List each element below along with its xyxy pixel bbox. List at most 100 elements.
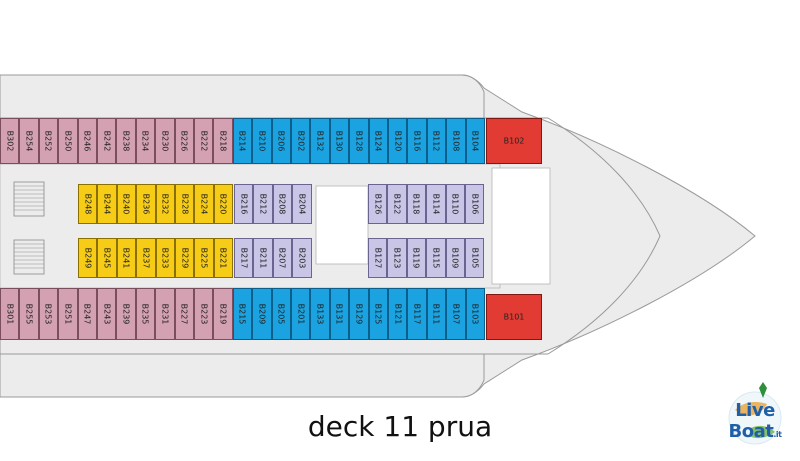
- cabin-b245[interactable]: B245: [97, 238, 117, 278]
- cabin-b211[interactable]: B211: [253, 238, 273, 278]
- cabin-b241[interactable]: B241: [116, 238, 137, 278]
- cabin-b105[interactable]: B105: [465, 238, 485, 278]
- cabin-b234[interactable]: B234: [135, 118, 156, 164]
- cabin-b228[interactable]: B228: [175, 184, 195, 224]
- cabin-label: B243: [102, 303, 112, 325]
- cabin-b253[interactable]: B253: [38, 288, 59, 340]
- cabin-b205[interactable]: B205: [271, 288, 291, 340]
- cabin-b106[interactable]: B106: [465, 184, 485, 224]
- cabin-b237[interactable]: B237: [136, 238, 156, 278]
- cabin-b302[interactable]: B302: [0, 118, 20, 164]
- cabin-b222[interactable]: B222: [194, 118, 214, 164]
- cabin-b235[interactable]: B235: [135, 288, 156, 340]
- cabin-label: B217: [239, 247, 249, 269]
- cabin-b110[interactable]: B110: [445, 184, 465, 224]
- cabin-b251[interactable]: B251: [58, 288, 78, 340]
- cabin-b230[interactable]: B230: [155, 118, 175, 164]
- cabin-b107[interactable]: B107: [446, 288, 466, 340]
- cabin-b109[interactable]: B109: [445, 238, 465, 278]
- cabin-label: B209: [257, 303, 267, 325]
- cabin-b226[interactable]: B226: [174, 118, 194, 164]
- cabin-b122[interactable]: B122: [387, 184, 407, 224]
- cabin-b201[interactable]: B201: [291, 288, 311, 340]
- cabin-b133[interactable]: B133: [310, 288, 330, 340]
- cabin-b244[interactable]: B244: [97, 184, 117, 224]
- cabin-b247[interactable]: B247: [77, 288, 97, 340]
- cabin-b301[interactable]: B301: [0, 288, 20, 340]
- cabin-b252[interactable]: B252: [38, 118, 59, 164]
- cabin-label: B247: [82, 303, 92, 325]
- cabin-b206[interactable]: B206: [271, 118, 291, 164]
- cabin-b210[interactable]: B210: [252, 118, 272, 164]
- cabin-b217[interactable]: B217: [234, 238, 254, 278]
- logo-word-boat: Boat: [728, 421, 774, 442]
- cabin-b129[interactable]: B129: [349, 288, 369, 340]
- cabin-b229[interactable]: B229: [175, 238, 195, 278]
- cabin-label: B104: [470, 130, 480, 152]
- cabin-label: B202: [296, 130, 306, 152]
- cabin-b218[interactable]: B218: [213, 118, 233, 164]
- cabin-b125[interactable]: B125: [368, 288, 388, 340]
- cabin-b239[interactable]: B239: [116, 288, 136, 340]
- cabin-b249[interactable]: B249: [78, 238, 98, 278]
- cabin-b214[interactable]: B214: [232, 118, 253, 164]
- cabin-b209[interactable]: B209: [252, 288, 272, 340]
- cabin-b131[interactable]: B131: [329, 288, 350, 340]
- cabin-b116[interactable]: B116: [407, 118, 427, 164]
- forward-void: [491, 167, 551, 285]
- cabin-b212[interactable]: B212: [253, 184, 273, 224]
- cabin-b216[interactable]: B216: [234, 184, 254, 224]
- cabin-b233[interactable]: B233: [155, 238, 175, 278]
- cabin-b123[interactable]: B123: [387, 238, 407, 278]
- cabin-b124[interactable]: B124: [368, 118, 388, 164]
- cabin-b114[interactable]: B114: [426, 184, 446, 224]
- cabin-b203[interactable]: B203: [292, 238, 312, 278]
- cabin-b120[interactable]: B120: [388, 118, 408, 164]
- cabin-label: B237: [141, 247, 151, 269]
- cabin-b204[interactable]: B204: [292, 184, 312, 224]
- cabin-b108[interactable]: B108: [446, 118, 466, 164]
- cabin-b224[interactable]: B224: [194, 184, 214, 224]
- cabin-b115[interactable]: B115: [426, 238, 446, 278]
- cabin-b227[interactable]: B227: [174, 288, 194, 340]
- cabin-b231[interactable]: B231: [155, 288, 175, 340]
- cabin-b223[interactable]: B223: [194, 288, 214, 340]
- cabin-b121[interactable]: B121: [388, 288, 408, 340]
- cabin-b243[interactable]: B243: [97, 288, 117, 340]
- cabin-b208[interactable]: B208: [272, 184, 293, 224]
- cabin-b127[interactable]: B127: [368, 238, 388, 278]
- cabin-b221[interactable]: B221: [213, 238, 234, 278]
- cabin-b128[interactable]: B128: [349, 118, 369, 164]
- cabin-b215[interactable]: B215: [232, 288, 253, 340]
- cabin-b101[interactable]: B101: [486, 294, 542, 340]
- cabin-b248[interactable]: B248: [78, 184, 98, 224]
- cabin-b112[interactable]: B112: [426, 118, 447, 164]
- cabin-b117[interactable]: B117: [407, 288, 427, 340]
- cabin-b246[interactable]: B246: [77, 118, 97, 164]
- cabin-b130[interactable]: B130: [329, 118, 350, 164]
- cabin-b255[interactable]: B255: [19, 288, 39, 340]
- cabin-label: B211: [258, 247, 268, 269]
- cabin-b126[interactable]: B126: [368, 184, 388, 224]
- cabin-b225[interactable]: B225: [194, 238, 214, 278]
- cabin-b102[interactable]: B102: [486, 118, 542, 164]
- cabin-b111[interactable]: B111: [426, 288, 447, 340]
- cabin-b207[interactable]: B207: [272, 238, 293, 278]
- cabin-b232[interactable]: B232: [155, 184, 175, 224]
- cabin-label: B222: [199, 130, 209, 152]
- cabin-b219[interactable]: B219: [213, 288, 233, 340]
- cabin-label: B126: [373, 193, 383, 215]
- cabin-b119[interactable]: B119: [406, 238, 427, 278]
- cabin-b132[interactable]: B132: [310, 118, 330, 164]
- cabin-b250[interactable]: B250: [58, 118, 78, 164]
- cabin-b236[interactable]: B236: [136, 184, 156, 224]
- cabin-b202[interactable]: B202: [291, 118, 311, 164]
- cabin-b104[interactable]: B104: [465, 118, 485, 164]
- cabin-b238[interactable]: B238: [116, 118, 136, 164]
- cabin-b103[interactable]: B103: [465, 288, 485, 340]
- cabin-b220[interactable]: B220: [213, 184, 234, 224]
- cabin-b118[interactable]: B118: [406, 184, 427, 224]
- cabin-b242[interactable]: B242: [97, 118, 117, 164]
- cabin-b254[interactable]: B254: [19, 118, 39, 164]
- cabin-b240[interactable]: B240: [116, 184, 137, 224]
